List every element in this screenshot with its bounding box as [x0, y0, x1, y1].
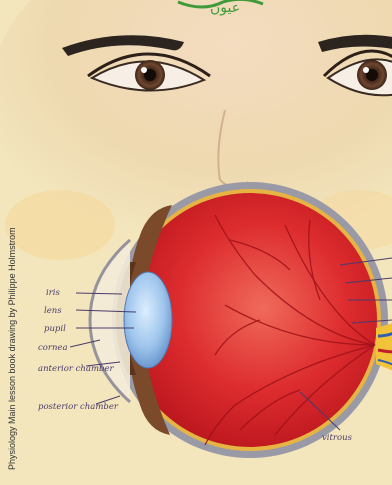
skin-highlight: [5, 190, 115, 260]
label-cornea: cornea: [38, 343, 68, 353]
label-anterior-chamber: anterior chamber: [38, 364, 114, 374]
label-vitreous: vitrous: [322, 433, 353, 443]
label-lens: lens: [44, 306, 62, 316]
credit-text: Physiology Main lesson book drawing by P…: [7, 227, 17, 470]
label-posterior-chamber: posterior chamber: [38, 402, 119, 412]
left-eye-glint: [141, 67, 147, 73]
label-iris: iris: [46, 288, 61, 298]
label-pupil: pupil: [44, 324, 66, 334]
lens: [124, 272, 172, 368]
optic-nerve: [376, 322, 392, 372]
title-text: عيون: [210, 0, 240, 16]
right-eye-glint: [363, 67, 369, 73]
